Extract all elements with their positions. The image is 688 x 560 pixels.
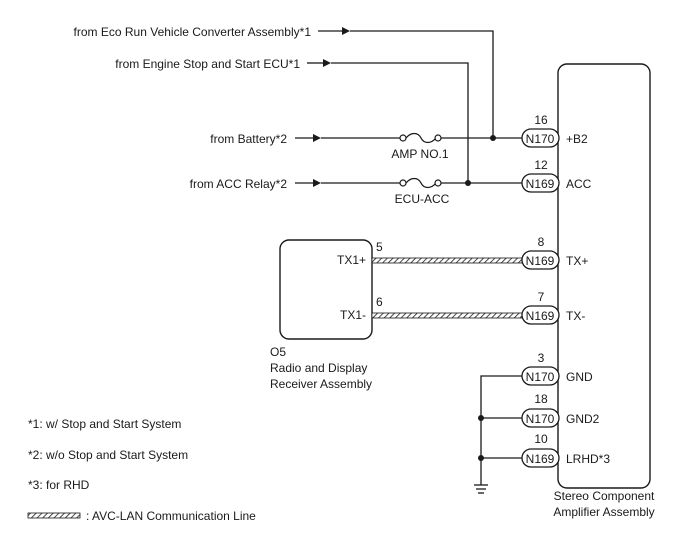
connector-label: N170 <box>526 132 555 146</box>
legend-avc-lan-label: : AVC-LAN Communication Line <box>86 509 256 523</box>
terminal-label: LRHD*3 <box>566 452 610 466</box>
terminal-pin: 8 <box>538 235 545 249</box>
connector-badge <box>521 408 560 428</box>
receiver-pin-5: 5 <box>376 240 383 254</box>
legend-avc-lan-swatch <box>27 512 81 519</box>
receiver-tx-minus: TX1- <box>340 308 366 322</box>
fuse-ecu-acc-icon <box>399 177 442 189</box>
connector-label: N169 <box>526 177 555 191</box>
amplifier-box <box>557 63 651 489</box>
wire-ground-bus <box>480 375 522 485</box>
arrow-battery-icon <box>295 134 321 142</box>
avc-lan-tx-plus <box>371 257 523 264</box>
receiver-code: O5 <box>270 345 286 359</box>
fuse-amp-label: AMP NO.1 <box>391 147 448 161</box>
terminal-pin: 10 <box>534 432 548 446</box>
amplifier-name-line2: Amplifier Assembly <box>553 505 654 519</box>
terminal-tx-minus: 7 N169 TX- <box>521 290 585 325</box>
terminal-acc: 12 N169 ACC <box>521 158 592 193</box>
connector-badge <box>521 250 560 270</box>
fuse-amp-icon <box>399 132 442 144</box>
connector-label: N170 <box>526 412 555 426</box>
terminal-gnd2: 18 N170 GND2 <box>521 392 600 428</box>
fuse-ecu-acc-label: ECU-ACC <box>395 192 450 206</box>
junction-acc <box>465 180 471 186</box>
connector-label: N169 <box>526 452 555 466</box>
terminal-label: +B2 <box>566 132 588 146</box>
source-eco-run: from Eco Run Vehicle Converter Assembly*… <box>74 25 312 39</box>
arrow-acc-relay-icon <box>295 179 321 187</box>
terminal-b2: 16 N170 +B2 <box>521 113 588 148</box>
source-acc-relay: from ACC Relay*2 <box>190 177 288 191</box>
terminal-pin: 3 <box>538 351 545 365</box>
arrow-engine-stop-icon <box>307 59 331 67</box>
terminal-label: TX+ <box>566 254 588 268</box>
terminal-pin: 7 <box>538 290 545 304</box>
terminal-tx-plus: 8 N169 TX+ <box>521 235 588 270</box>
connector-badge <box>521 305 560 325</box>
receiver-pin-6: 6 <box>376 295 383 309</box>
junction-gnd2 <box>478 415 484 421</box>
arrow-eco-run-icon <box>318 27 350 35</box>
source-battery: from Battery*2 <box>210 132 287 146</box>
wire-eco-run <box>350 30 494 138</box>
terminal-gnd: 3 N170 GND <box>521 351 593 386</box>
wire-engine-stop <box>331 62 469 183</box>
terminal-pin: 16 <box>534 113 548 127</box>
ground-icon <box>474 484 488 494</box>
terminal-label: TX- <box>566 309 585 323</box>
terminal-label: ACC <box>566 177 592 191</box>
terminal-lrhd: 10 N169 LRHD*3 <box>521 432 610 468</box>
terminal-label: GND2 <box>566 412 600 426</box>
note-3: *3: for RHD <box>28 478 90 492</box>
junction-lrhd <box>478 455 484 461</box>
receiver-box <box>279 239 373 340</box>
terminal-pin: 18 <box>534 392 548 406</box>
connector-badge <box>521 448 560 468</box>
note-1: *1: w/ Stop and Start System <box>28 417 181 431</box>
connector-badge <box>521 128 560 148</box>
junction-b2 <box>490 135 496 141</box>
note-2: *2: w/o Stop and Start System <box>28 448 188 462</box>
amplifier-name-line1: Stereo Component <box>554 489 655 503</box>
source-engine-stop: from Engine Stop and Start ECU*1 <box>115 57 300 71</box>
terminal-label: GND <box>566 370 593 384</box>
receiver-name-line1: Radio and Display <box>270 361 367 375</box>
connector-badge <box>521 366 560 386</box>
avc-lan-tx-minus <box>371 312 523 319</box>
receiver-tx-plus: TX1+ <box>337 253 366 267</box>
connector-badge <box>521 173 560 193</box>
terminal-pin: 12 <box>534 158 548 172</box>
connector-label: N169 <box>526 254 555 268</box>
receiver-name-line2: Receiver Assembly <box>270 377 372 391</box>
connector-label: N169 <box>526 309 555 323</box>
connector-label: N170 <box>526 370 555 384</box>
